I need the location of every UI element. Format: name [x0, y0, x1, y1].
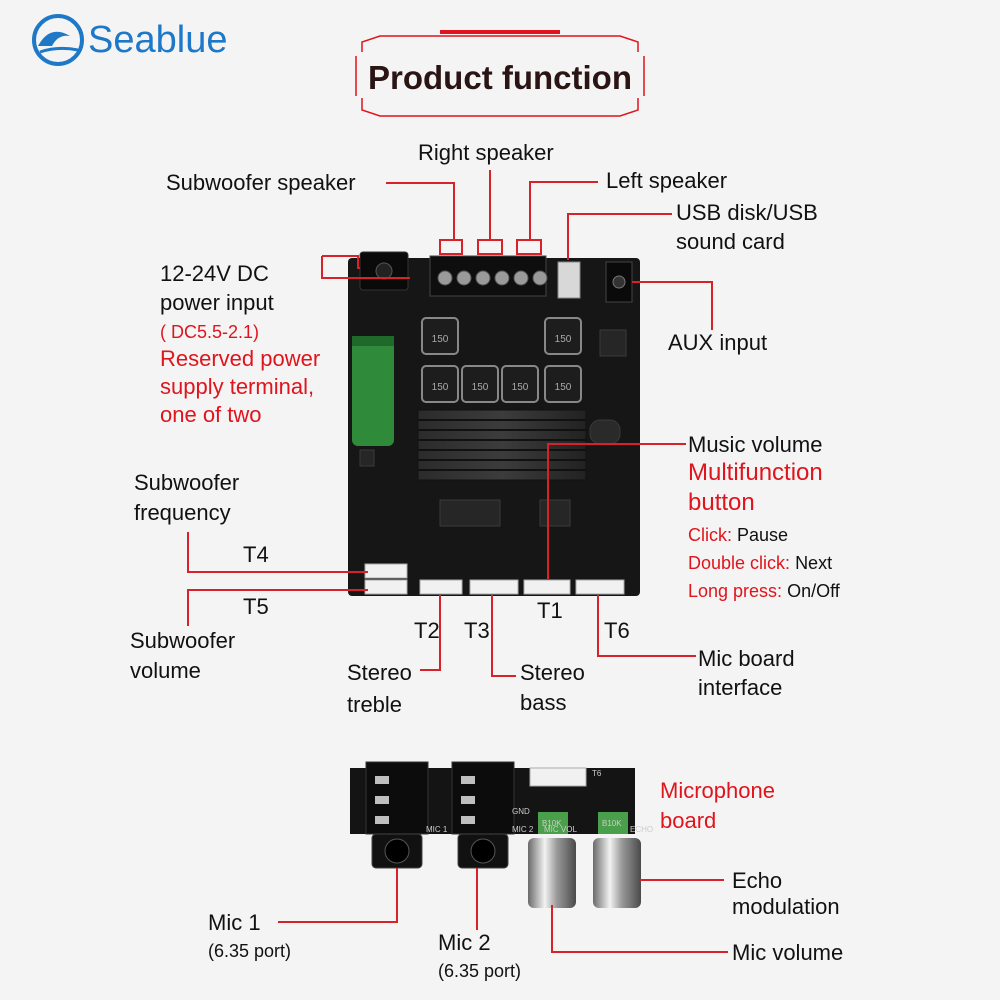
label-t6: T6 [604, 618, 630, 643]
label-usb-line1: USB disk/USB [676, 200, 818, 225]
pot-marking: B10K [602, 819, 622, 828]
label-multifunction-line1: Multifunction [688, 459, 823, 486]
label-mic1-port: (6.35 port) [208, 941, 292, 961]
pot-marking: B10K [542, 819, 562, 828]
label-long-press: Long press: On/Off [688, 580, 840, 602]
callout-lines [187, 170, 728, 953]
label-sub-freq-line1: Subwoofer [134, 470, 240, 495]
label-microphone-board-line1: Microphone [660, 778, 775, 803]
label-usb-line2: sound card [676, 229, 785, 254]
label-click-key: Click: [688, 525, 732, 545]
label-left-speaker: Left speaker [606, 168, 728, 193]
pcb-label-gnd: GND [512, 807, 530, 816]
label-multifunction-line2: button [688, 489, 755, 516]
pcb-label-echo: ECHO [630, 825, 653, 834]
label-sub-freq-line2: frequency [134, 500, 231, 525]
label-microphone-board-line2: board [660, 808, 717, 833]
inductor-marking: 150 [512, 382, 529, 393]
label-t3: T3 [464, 618, 490, 643]
pcb-label-mic1: MIC 1 [426, 825, 448, 834]
inductor-marking: 150 [555, 382, 572, 393]
amplifier-board: 150 150 150 150 150 150 [348, 251, 640, 596]
page-title: Product function [368, 59, 632, 96]
label-echo-line2: modulation [732, 894, 840, 919]
microphone-board: MIC 1 MIC 2 GND MIC VOL ECHO B10K B10K T… [350, 761, 653, 908]
label-double-key: Double click: [688, 553, 791, 573]
label-mic2: Mic 2 [438, 930, 491, 955]
title-frame [355, 30, 645, 117]
label-double-click: Double click: Next [688, 552, 832, 574]
label-t2: T2 [414, 618, 440, 643]
label-click: Click: Pause [688, 524, 788, 546]
label-mic-volume: Mic volume [732, 940, 844, 965]
label-click-val: Pause [737, 525, 789, 545]
label-t4: T4 [243, 542, 269, 567]
label-sub-vol-line2: volume [130, 658, 201, 683]
label-sub-vol-line1: Subwoofer [130, 628, 236, 653]
label-dc-line1: 12-24V DC [160, 261, 269, 286]
label-dc-line2: power input [160, 290, 274, 315]
label-t1: T1 [537, 598, 563, 623]
label-mic-board-line2: interface [698, 675, 783, 700]
label-reserved-line1: Reserved power [160, 346, 321, 371]
label-double-val: Next [795, 553, 833, 573]
label-echo-line1: Echo [732, 868, 783, 893]
label-dc-spec: ( DC5.5-2.1) [160, 322, 260, 342]
label-long-key: Long press: [688, 581, 783, 601]
inductor-marking: 150 [432, 382, 449, 393]
label-subwoofer-speaker: Subwoofer speaker [166, 170, 356, 195]
label-reserved-line3: one of two [160, 402, 262, 427]
label-mic1: Mic 1 [208, 910, 261, 935]
label-stereo-bass-line1: Stereo [520, 660, 585, 685]
label-music-volume: Music volume [688, 432, 823, 457]
inductor-marking: 150 [432, 334, 449, 345]
label-mic2-port: (6.35 port) [438, 961, 522, 981]
label-stereo-bass-line2: bass [520, 690, 567, 715]
wave-logo-icon [32, 14, 84, 66]
label-aux-input: AUX input [668, 330, 768, 355]
pcb-label-t6: T6 [592, 769, 602, 778]
label-t5: T5 [243, 594, 269, 619]
inductor-marking: 150 [555, 334, 572, 345]
label-reserved-line2: supply terminal, [160, 374, 315, 399]
label-mic-board-line1: Mic board [698, 646, 795, 671]
label-stereo-treble-line2: treble [347, 692, 403, 717]
pcb-label-mic2: MIC 2 [512, 825, 534, 834]
inductor-marking: 150 [472, 382, 489, 393]
label-stereo-treble-line1: Stereo [347, 660, 412, 685]
brand-name: Seablue [88, 19, 228, 61]
pcb-label-mic-vol: MIC VOL [544, 825, 577, 834]
label-long-val: On/Off [787, 581, 840, 601]
label-right-speaker: Right speaker [418, 140, 554, 165]
